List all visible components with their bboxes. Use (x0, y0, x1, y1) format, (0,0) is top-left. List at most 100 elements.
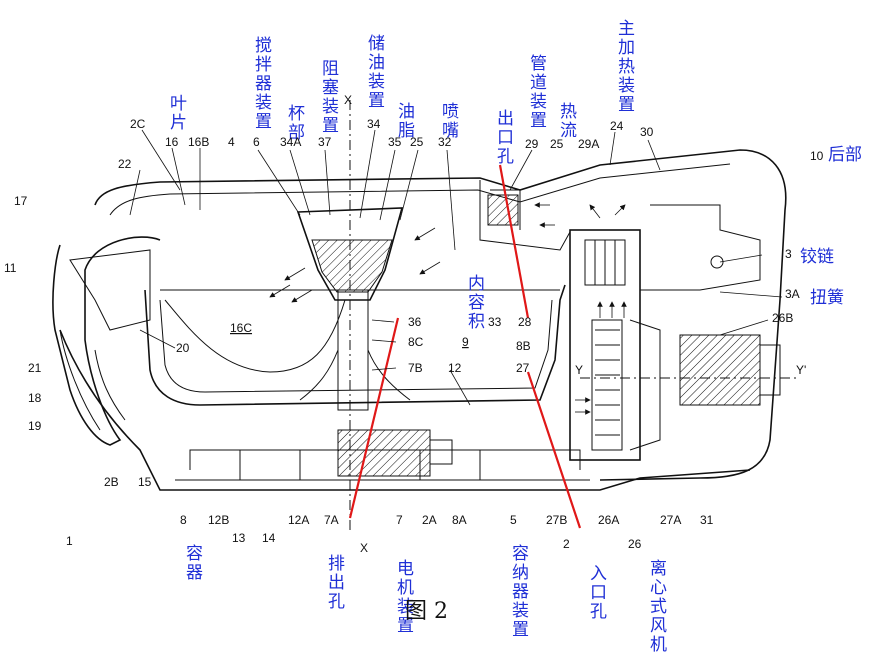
ref-35: 35 (388, 135, 402, 149)
ref-8: 8 (180, 513, 187, 527)
fan-wheel (591, 319, 623, 451)
figure-caption: 图 2 (405, 599, 448, 624)
paddle-blade (164, 299, 346, 373)
heater-fins (594, 240, 616, 285)
ref-26: 26 (628, 537, 642, 551)
base-outline (59, 329, 751, 491)
ref-27: 27 (516, 361, 530, 375)
hinge (710, 255, 724, 269)
duct-block (487, 194, 519, 226)
red-line-outlet (498, 164, 530, 319)
ref-12: 12 (448, 361, 462, 375)
label-chuyou: 储油装置 (368, 34, 385, 111)
oil-cup (296, 207, 404, 301)
red-line-drain (348, 317, 400, 519)
flow-arrows (269, 202, 627, 415)
ref-2C: 2C (130, 117, 146, 131)
handle-inner (69, 249, 151, 331)
motor-block (337, 429, 431, 477)
latch (59, 329, 126, 431)
ref-12B: 12B (208, 513, 229, 527)
ref-33: 33 (488, 315, 502, 329)
ref-X-bottom: X (360, 541, 368, 555)
fryer-drawing (52, 100, 800, 530)
hinge-bracket (640, 204, 761, 291)
ref-3: 3 (785, 247, 792, 261)
ref-numbers: 2C 16 16B 4 6 34A 37 X 34 35 25 32 29 25… (4, 93, 824, 555)
ref-8C: 8C (408, 335, 424, 349)
ref-25a: 25 (410, 135, 424, 149)
ref-8A: 8A (452, 513, 467, 527)
ref-2: 2 (563, 537, 570, 551)
ref-26A: 26A (598, 513, 619, 527)
ref-15: 15 (138, 475, 152, 489)
ref-29: 29 (525, 137, 539, 151)
ref-7B: 7B (408, 361, 423, 375)
leader-lines (129, 129, 783, 406)
label-penzui: 喷嘴 (442, 102, 459, 141)
ref-16B: 16B (188, 135, 209, 149)
label-neirongji: 内容积 (468, 274, 485, 332)
ref-1: 1 (66, 534, 73, 548)
label-rongnaqi: 容纳器装置 (512, 544, 529, 640)
label-jiaobanqi: 搅拌器装置 (255, 36, 272, 132)
bowl-inner (159, 299, 553, 393)
oil-fill (311, 239, 393, 293)
ref-2B: 2B (104, 475, 119, 489)
fan-housing (569, 229, 641, 461)
label-houbu: 后部 (828, 145, 862, 165)
rear-motor (679, 334, 761, 406)
ref-16C: 16C (230, 321, 252, 335)
fan-shroud (629, 319, 661, 451)
stirrer-skirt (299, 349, 411, 401)
ref-X-top: X (344, 93, 352, 107)
motor-cap (429, 439, 453, 465)
label-dianji: 电机装置 (397, 559, 414, 636)
ref-32: 32 (438, 135, 452, 149)
ref-25b: 25 (550, 137, 564, 151)
ref-14: 14 (262, 531, 276, 545)
connector (760, 344, 781, 396)
label-yepian: 叶片 (170, 94, 187, 133)
ref-31: 31 (700, 513, 714, 527)
ref-5: 5 (510, 513, 517, 527)
label-zhujiare: 主加热装置 (618, 19, 635, 115)
ref-3A: 3A (785, 287, 800, 301)
front-handle (52, 236, 161, 446)
ref-27B: 27B (546, 513, 567, 527)
ref-21: 21 (28, 361, 42, 375)
lid-inner (109, 163, 731, 216)
ref-18: 18 (28, 391, 42, 405)
label-niuhuang: 扭簧 (810, 288, 844, 308)
ref-30: 30 (640, 125, 654, 139)
duct (479, 180, 571, 251)
ref-8B: 8B (516, 339, 531, 353)
ref-4: 4 (228, 135, 235, 149)
fan-blades (595, 329, 620, 436)
ref-Y: Y (575, 363, 583, 377)
label-chukoukong: 出口孔 (497, 109, 514, 167)
ref-7: 7 (396, 513, 403, 527)
ref-19: 19 (28, 419, 42, 433)
ref-13: 13 (232, 531, 246, 545)
ref-26B: 26B (772, 311, 793, 325)
label-zusai: 阻塞装置 (322, 59, 339, 136)
ref-29A: 29A (578, 137, 599, 151)
ref-12A: 12A (288, 513, 309, 527)
label-reliu: 热流 (560, 102, 577, 141)
ref-11: 11 (4, 261, 17, 275)
ref-27A: 27A (660, 513, 681, 527)
ref-16: 16 (165, 135, 179, 149)
label-fengji: 离心式风机 (650, 559, 667, 655)
label-jiaolian: 铰链 (800, 247, 834, 267)
label-paichukong: 排出孔 (328, 554, 345, 612)
ref-10: 10 (810, 149, 824, 163)
ref-7A: 7A (324, 513, 339, 527)
ref-9: 9 (462, 335, 469, 349)
ref-22: 22 (118, 157, 132, 171)
ref-37: 37 (318, 135, 332, 149)
ref-20: 20 (176, 341, 190, 355)
ref-Yp: Y' (796, 363, 806, 377)
cn-labels: 搅拌器装置 叶片 杯部 阻塞装置 储油装置 油脂 喷嘴 出口孔 管道装置 热流 … (170, 19, 862, 655)
